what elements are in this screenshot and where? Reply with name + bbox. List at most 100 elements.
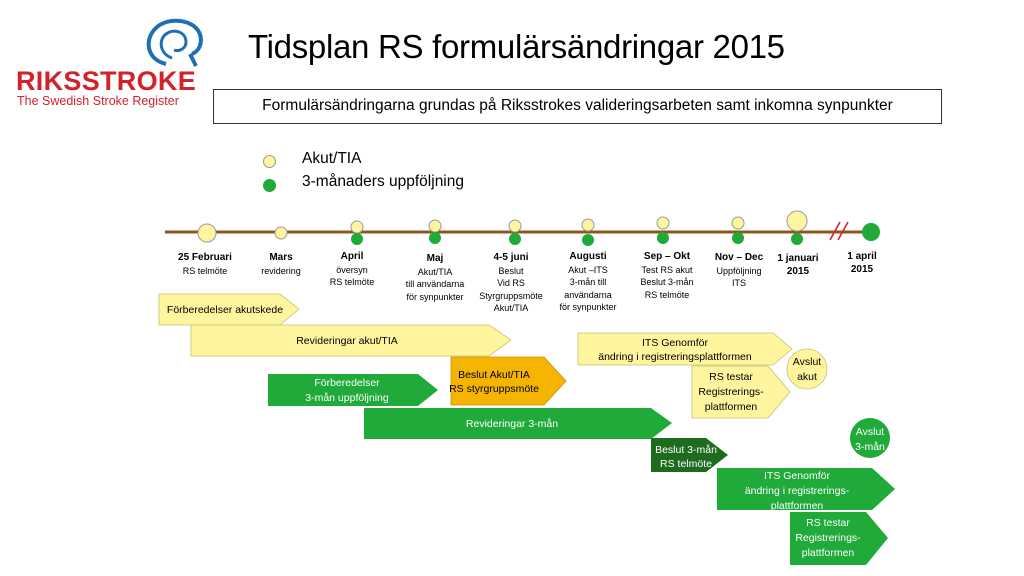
timeline-desc: Test RS akut bbox=[641, 264, 693, 275]
timeline-desc: revidering bbox=[261, 265, 301, 276]
timeline-followup-marker bbox=[509, 233, 521, 245]
timeline-date: Augusti bbox=[569, 251, 607, 262]
timeline-date: April bbox=[340, 251, 364, 262]
milestone-followup-end: Avslut 3-mån bbox=[850, 418, 890, 458]
timeline-desc: ITS bbox=[731, 278, 746, 288]
legend-acute-label: Akut/TIA bbox=[302, 150, 362, 167]
arrow-text: plattformen bbox=[705, 401, 758, 413]
timeline-acute-marker bbox=[786, 210, 808, 232]
arrow-text: RS telmöte bbox=[660, 458, 712, 470]
logo-tagline: The Swedish Stroke Register bbox=[17, 94, 179, 108]
page-title: Tidsplan RS formulärsändringar 2015 bbox=[248, 28, 785, 65]
timeline-date: Mars bbox=[269, 252, 293, 263]
milestone-text: Avslut bbox=[793, 356, 821, 368]
timeline-followup-marker bbox=[429, 232, 441, 244]
subtitle-box: Formulärsändringarna grundas på Riksstro… bbox=[213, 89, 942, 124]
timeline-label: 25 Februari RS telmöte bbox=[160, 252, 250, 277]
timeline-desc: Styrgruppsmöte bbox=[479, 290, 543, 301]
timeline-acute-marker bbox=[731, 216, 745, 230]
milestone-acute-end: Avslut akut bbox=[786, 348, 828, 390]
timeline-label: Augusti Akut –ITS 3-mån till användarna … bbox=[543, 251, 633, 314]
arrow-revisions-followup: Revideringar 3-mån bbox=[364, 408, 672, 439]
arrow-its-followup: ITS Genomför ändring i registrerings- pl… bbox=[717, 468, 895, 512]
arrow-text: Förberedelser akutskede bbox=[167, 304, 283, 316]
timeline-acute-marker bbox=[656, 216, 670, 230]
arrow-text: Beslut 3-mån bbox=[655, 444, 717, 456]
timeline-desc: översyn bbox=[336, 264, 368, 275]
arrow-preparation-followup: Förberedelser 3-mån uppföljning bbox=[268, 374, 438, 406]
arrow-decision-followup: Beslut 3-mån RS telmöte bbox=[651, 438, 728, 472]
timeline-desc: 3-mån till bbox=[569, 277, 607, 287]
arrow-rs-test-followup: RS testar Registrerings- plattformen bbox=[790, 512, 888, 565]
timeline-label: April översyn RS telmöte bbox=[307, 251, 397, 289]
arrow-rs-test-acute: RS testar Registrerings- plattformen bbox=[691, 365, 791, 419]
timeline-followup-marker bbox=[732, 232, 744, 244]
timeline-desc: för synpunkter bbox=[559, 302, 617, 312]
timeline-desc: RS telmöte bbox=[182, 265, 228, 276]
timeline-desc: Uppföljning bbox=[716, 265, 762, 276]
timeline-date: 1 januari 2015 bbox=[777, 253, 819, 277]
arrow-text: ändring i registreringsplattformen bbox=[598, 351, 752, 363]
timeline-followup-marker bbox=[657, 232, 669, 244]
legend-acute-dot bbox=[263, 155, 276, 168]
timeline-desc: Vid RS bbox=[497, 278, 525, 288]
arrow-text: RS testar bbox=[806, 517, 850, 529]
arrow-text: RS testar bbox=[709, 371, 753, 383]
timeline-label: Maj Akut/TIA till användarna för synpunk… bbox=[390, 253, 480, 303]
arrow-preparation-acute: Förberedelser akutskede bbox=[158, 293, 300, 326]
timeline-desc: till användarna bbox=[405, 279, 465, 289]
milestone-text: Avslut bbox=[856, 426, 884, 438]
legend-followup-dot bbox=[263, 179, 276, 192]
timeline-desc: Beslut 3-mån bbox=[640, 277, 694, 287]
timeline-followup-marker bbox=[351, 233, 363, 245]
timeline-label: Mars revidering bbox=[236, 252, 326, 277]
timeline-break-mark bbox=[837, 221, 849, 241]
timeline-acute-marker bbox=[581, 218, 595, 232]
arrow-text: plattformen bbox=[802, 547, 855, 559]
arrow-its-acute: ITS Genomför ändring i registreringsplat… bbox=[577, 332, 793, 366]
timeline-date: Sep – Okt bbox=[643, 251, 691, 262]
arrow-text: 3-mån uppföljning bbox=[305, 392, 389, 404]
timeline-desc: RS telmöte bbox=[644, 289, 690, 300]
timeline-desc: Akut/TIA bbox=[493, 303, 529, 313]
arrow-text: ändring i registrerings- bbox=[745, 485, 850, 497]
timeline-desc: Beslut bbox=[498, 265, 524, 276]
timeline-label: Nov – Dec Uppföljning ITS bbox=[694, 252, 784, 290]
timeline-date: Nov – Dec bbox=[714, 252, 764, 263]
timeline-acute-marker bbox=[274, 226, 288, 240]
arrow-text: Beslut Akut/TIA bbox=[458, 369, 530, 381]
timeline-followup-marker bbox=[791, 233, 803, 245]
arrow-text: ITS Genomför bbox=[642, 337, 708, 349]
timeline-followup-marker bbox=[862, 223, 880, 241]
arrow-revisions-acute: Revideringar akut/TIA bbox=[190, 324, 512, 357]
timeline-desc: RS telmöte bbox=[329, 277, 375, 287]
timeline-date: Maj bbox=[426, 253, 444, 264]
arrow-decision-acute: Beslut Akut/TIA RS styrgruppsmöte bbox=[449, 356, 567, 406]
timeline-desc: Akut/TIA bbox=[417, 266, 453, 277]
timeline-acute-marker bbox=[428, 219, 442, 233]
arrow-text: Registrerings- bbox=[698, 386, 764, 398]
logo-name: RIKSSTROKE bbox=[16, 66, 197, 96]
arrow-text: Registrerings- bbox=[795, 532, 861, 544]
timeline-acute-marker bbox=[508, 219, 522, 233]
timeline-desc: för synpunkter bbox=[406, 291, 464, 302]
timeline-followup-marker bbox=[582, 234, 594, 246]
arrow-text: ITS Genomför bbox=[764, 470, 830, 482]
timeline-date: 25 Februari bbox=[178, 252, 232, 263]
timeline-desc: Akut –ITS bbox=[568, 264, 608, 275]
timeline-date: 4-5 juni bbox=[493, 252, 529, 263]
arrow-text: RS styrgruppsmöte bbox=[449, 383, 539, 395]
arrow-text: plattformen bbox=[771, 500, 824, 512]
arrow-text: Revideringar 3-mån bbox=[466, 418, 558, 430]
timeline-break-mark bbox=[829, 221, 841, 241]
milestone-text: akut bbox=[797, 371, 817, 383]
timeline-date: 1 april 2015 bbox=[847, 251, 877, 275]
timeline-acute-marker bbox=[350, 220, 364, 234]
arrow-text: Förberedelser bbox=[314, 377, 380, 389]
timeline-acute-marker bbox=[197, 223, 217, 243]
timeline-label: 4-5 juni Beslut Vid RS Styrgruppsmöte Ak… bbox=[466, 252, 556, 315]
milestone-text: 3-mån bbox=[855, 441, 885, 453]
arrow-text: Revideringar akut/TIA bbox=[296, 335, 398, 347]
timeline-label: Sep – Okt Test RS akut Beslut 3-mån RS t… bbox=[622, 251, 712, 301]
